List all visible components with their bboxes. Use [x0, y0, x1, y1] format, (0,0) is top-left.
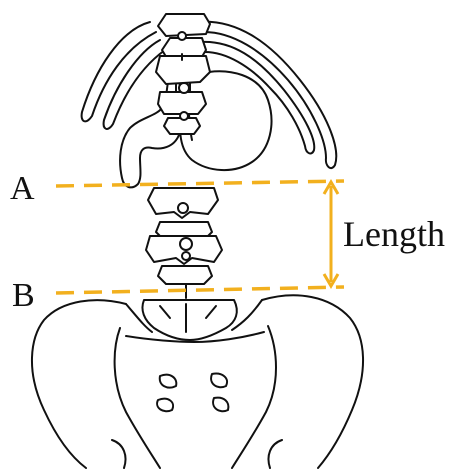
- level-b-line: [56, 287, 344, 293]
- label-a: A: [10, 170, 35, 207]
- length-arrow: [324, 182, 338, 286]
- label-length: Length: [343, 214, 445, 254]
- pelvis: [32, 295, 363, 468]
- level-a-line: [56, 181, 344, 186]
- label-b: B: [12, 277, 35, 314]
- lumbar-spine: [146, 188, 222, 298]
